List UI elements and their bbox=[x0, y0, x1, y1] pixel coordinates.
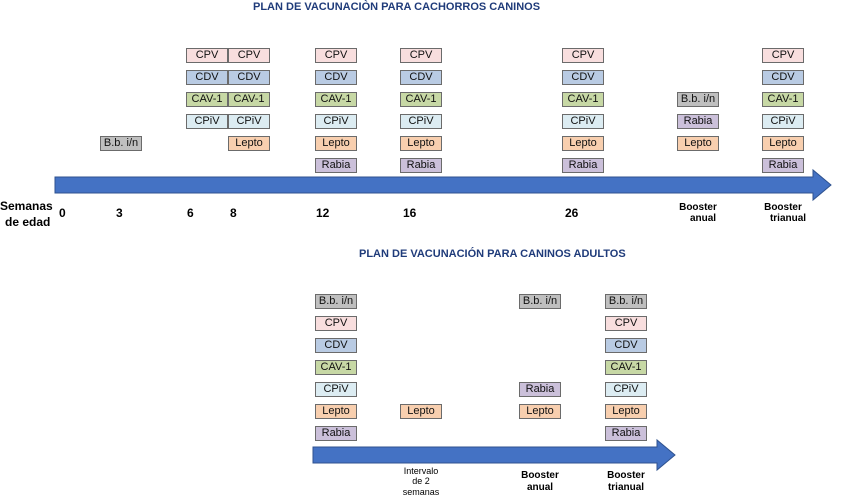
vaccine-box-lepto: Lepto bbox=[562, 136, 604, 151]
vaccine-box-cpiv: CPiV bbox=[186, 114, 228, 129]
puppy-label-trianual-2: trianual bbox=[769, 213, 807, 224]
vaccine-box-rabia: Rabia bbox=[315, 158, 357, 173]
vaccine-box-b-b-i-n: B.b. i/n bbox=[100, 136, 142, 151]
adult-label-anual-2: anual bbox=[526, 482, 554, 493]
vaccine-box-b-b-i-n: B.b. i/n bbox=[677, 92, 719, 107]
vaccine-box-cpiv: CPiV bbox=[400, 114, 442, 129]
vaccine-box-lepto: Lepto bbox=[677, 136, 719, 151]
vaccine-box-b-b-i-n: B.b. i/n bbox=[605, 294, 647, 309]
week-label-0: 0 bbox=[59, 206, 66, 220]
week-label-3: 3 bbox=[116, 206, 123, 220]
vaccine-box-rabia: Rabia bbox=[562, 158, 604, 173]
vaccine-box-cpv: CPV bbox=[315, 48, 357, 63]
puppy-timeline-arrow bbox=[54, 168, 832, 202]
adult-plan-title: PLAN DE VACUNACIÓN PARA CANINOS ADULTOS bbox=[359, 248, 626, 260]
vaccine-box-cav-1: CAV-1 bbox=[315, 92, 357, 107]
vaccine-box-cav-1: CAV-1 bbox=[762, 92, 804, 107]
vaccine-box-cdv: CDV bbox=[605, 338, 647, 353]
vaccine-box-cdv: CDV bbox=[762, 70, 804, 85]
vaccine-box-cdv: CDV bbox=[562, 70, 604, 85]
vaccine-box-cdv: CDV bbox=[315, 338, 357, 353]
week-label-26: 26 bbox=[565, 206, 579, 220]
vaccine-box-cpv: CPV bbox=[186, 48, 228, 63]
vaccine-box-cav-1: CAV-1 bbox=[562, 92, 604, 107]
adult-label-trianual-1: Booster bbox=[607, 470, 645, 481]
vaccine-box-cpiv: CPiV bbox=[605, 382, 647, 397]
vaccine-box-b-b-i-n: B.b. i/n bbox=[519, 294, 561, 309]
week-label-16: 16 bbox=[403, 206, 417, 220]
vaccine-box-cpiv: CPiV bbox=[228, 114, 270, 129]
vaccine-box-cpiv: CPiV bbox=[562, 114, 604, 129]
vaccine-box-rabia: Rabia bbox=[762, 158, 804, 173]
vaccine-box-cpv: CPV bbox=[315, 316, 357, 331]
vaccine-box-cav-1: CAV-1 bbox=[605, 360, 647, 375]
vaccine-box-b-b-i-n: B.b. i/n bbox=[315, 294, 357, 309]
puppy-label-anual-1: Booster bbox=[679, 202, 717, 213]
axis-label-de-edad: de edad bbox=[5, 215, 51, 229]
vaccine-box-lepto: Lepto bbox=[400, 404, 442, 419]
vaccine-box-cpv: CPV bbox=[228, 48, 270, 63]
vaccine-box-rabia: Rabia bbox=[315, 426, 357, 441]
vaccine-box-lepto: Lepto bbox=[315, 136, 357, 151]
vaccine-box-lepto: Lepto bbox=[762, 136, 804, 151]
vaccine-box-cpv: CPV bbox=[605, 316, 647, 331]
vaccine-box-rabia: Rabia bbox=[605, 426, 647, 441]
vaccine-box-cdv: CDV bbox=[228, 70, 270, 85]
vaccine-box-cav-1: CAV-1 bbox=[228, 92, 270, 107]
vaccine-box-cpiv: CPiV bbox=[315, 382, 357, 397]
vaccine-box-cpiv: CPiV bbox=[315, 114, 357, 129]
vaccine-box-lepto: Lepto bbox=[315, 404, 357, 419]
week-label-6: 6 bbox=[187, 206, 194, 220]
vaccine-box-rabia: Rabia bbox=[400, 158, 442, 173]
vaccine-box-cdv: CDV bbox=[315, 70, 357, 85]
axis-label-semanas: Semanas bbox=[0, 199, 53, 213]
vaccine-box-cav-1: CAV-1 bbox=[315, 360, 357, 375]
adult-label-interval-3: semanas bbox=[402, 487, 440, 497]
adult-timeline-arrow bbox=[312, 438, 676, 472]
puppy-label-anual-2: anual bbox=[689, 213, 717, 224]
adult-label-interval-1: Intervalo bbox=[403, 466, 439, 476]
vaccine-box-lepto: Lepto bbox=[228, 136, 270, 151]
puppy-label-trianual-1: Booster bbox=[764, 202, 802, 213]
vaccine-box-cpv: CPV bbox=[762, 48, 804, 63]
vaccine-box-cpv: CPV bbox=[400, 48, 442, 63]
vaccine-box-cpv: CPV bbox=[562, 48, 604, 63]
vaccine-box-lepto: Lepto bbox=[519, 404, 561, 419]
week-label-12: 12 bbox=[316, 206, 330, 220]
vaccine-box-lepto: Lepto bbox=[605, 404, 647, 419]
adult-label-trianual-2: trianual bbox=[607, 482, 645, 493]
vaccine-box-rabia: Rabia bbox=[677, 114, 719, 129]
adult-label-anual-1: Booster bbox=[521, 470, 559, 481]
puppy-plan-title: PLAN DE VACUNACIÒN PARA CACHORROS CANINO… bbox=[253, 1, 541, 13]
week-label-8: 8 bbox=[230, 206, 237, 220]
vaccine-box-cpiv: CPiV bbox=[762, 114, 804, 129]
vaccine-box-cdv: CDV bbox=[186, 70, 228, 85]
vaccine-box-cav-1: CAV-1 bbox=[186, 92, 228, 107]
adult-label-interval-2: de 2 bbox=[412, 476, 430, 486]
vaccine-box-lepto: Lepto bbox=[400, 136, 442, 151]
vaccine-box-cdv: CDV bbox=[400, 70, 442, 85]
vaccine-box-cav-1: CAV-1 bbox=[400, 92, 442, 107]
vaccine-box-rabia: Rabia bbox=[519, 382, 561, 397]
